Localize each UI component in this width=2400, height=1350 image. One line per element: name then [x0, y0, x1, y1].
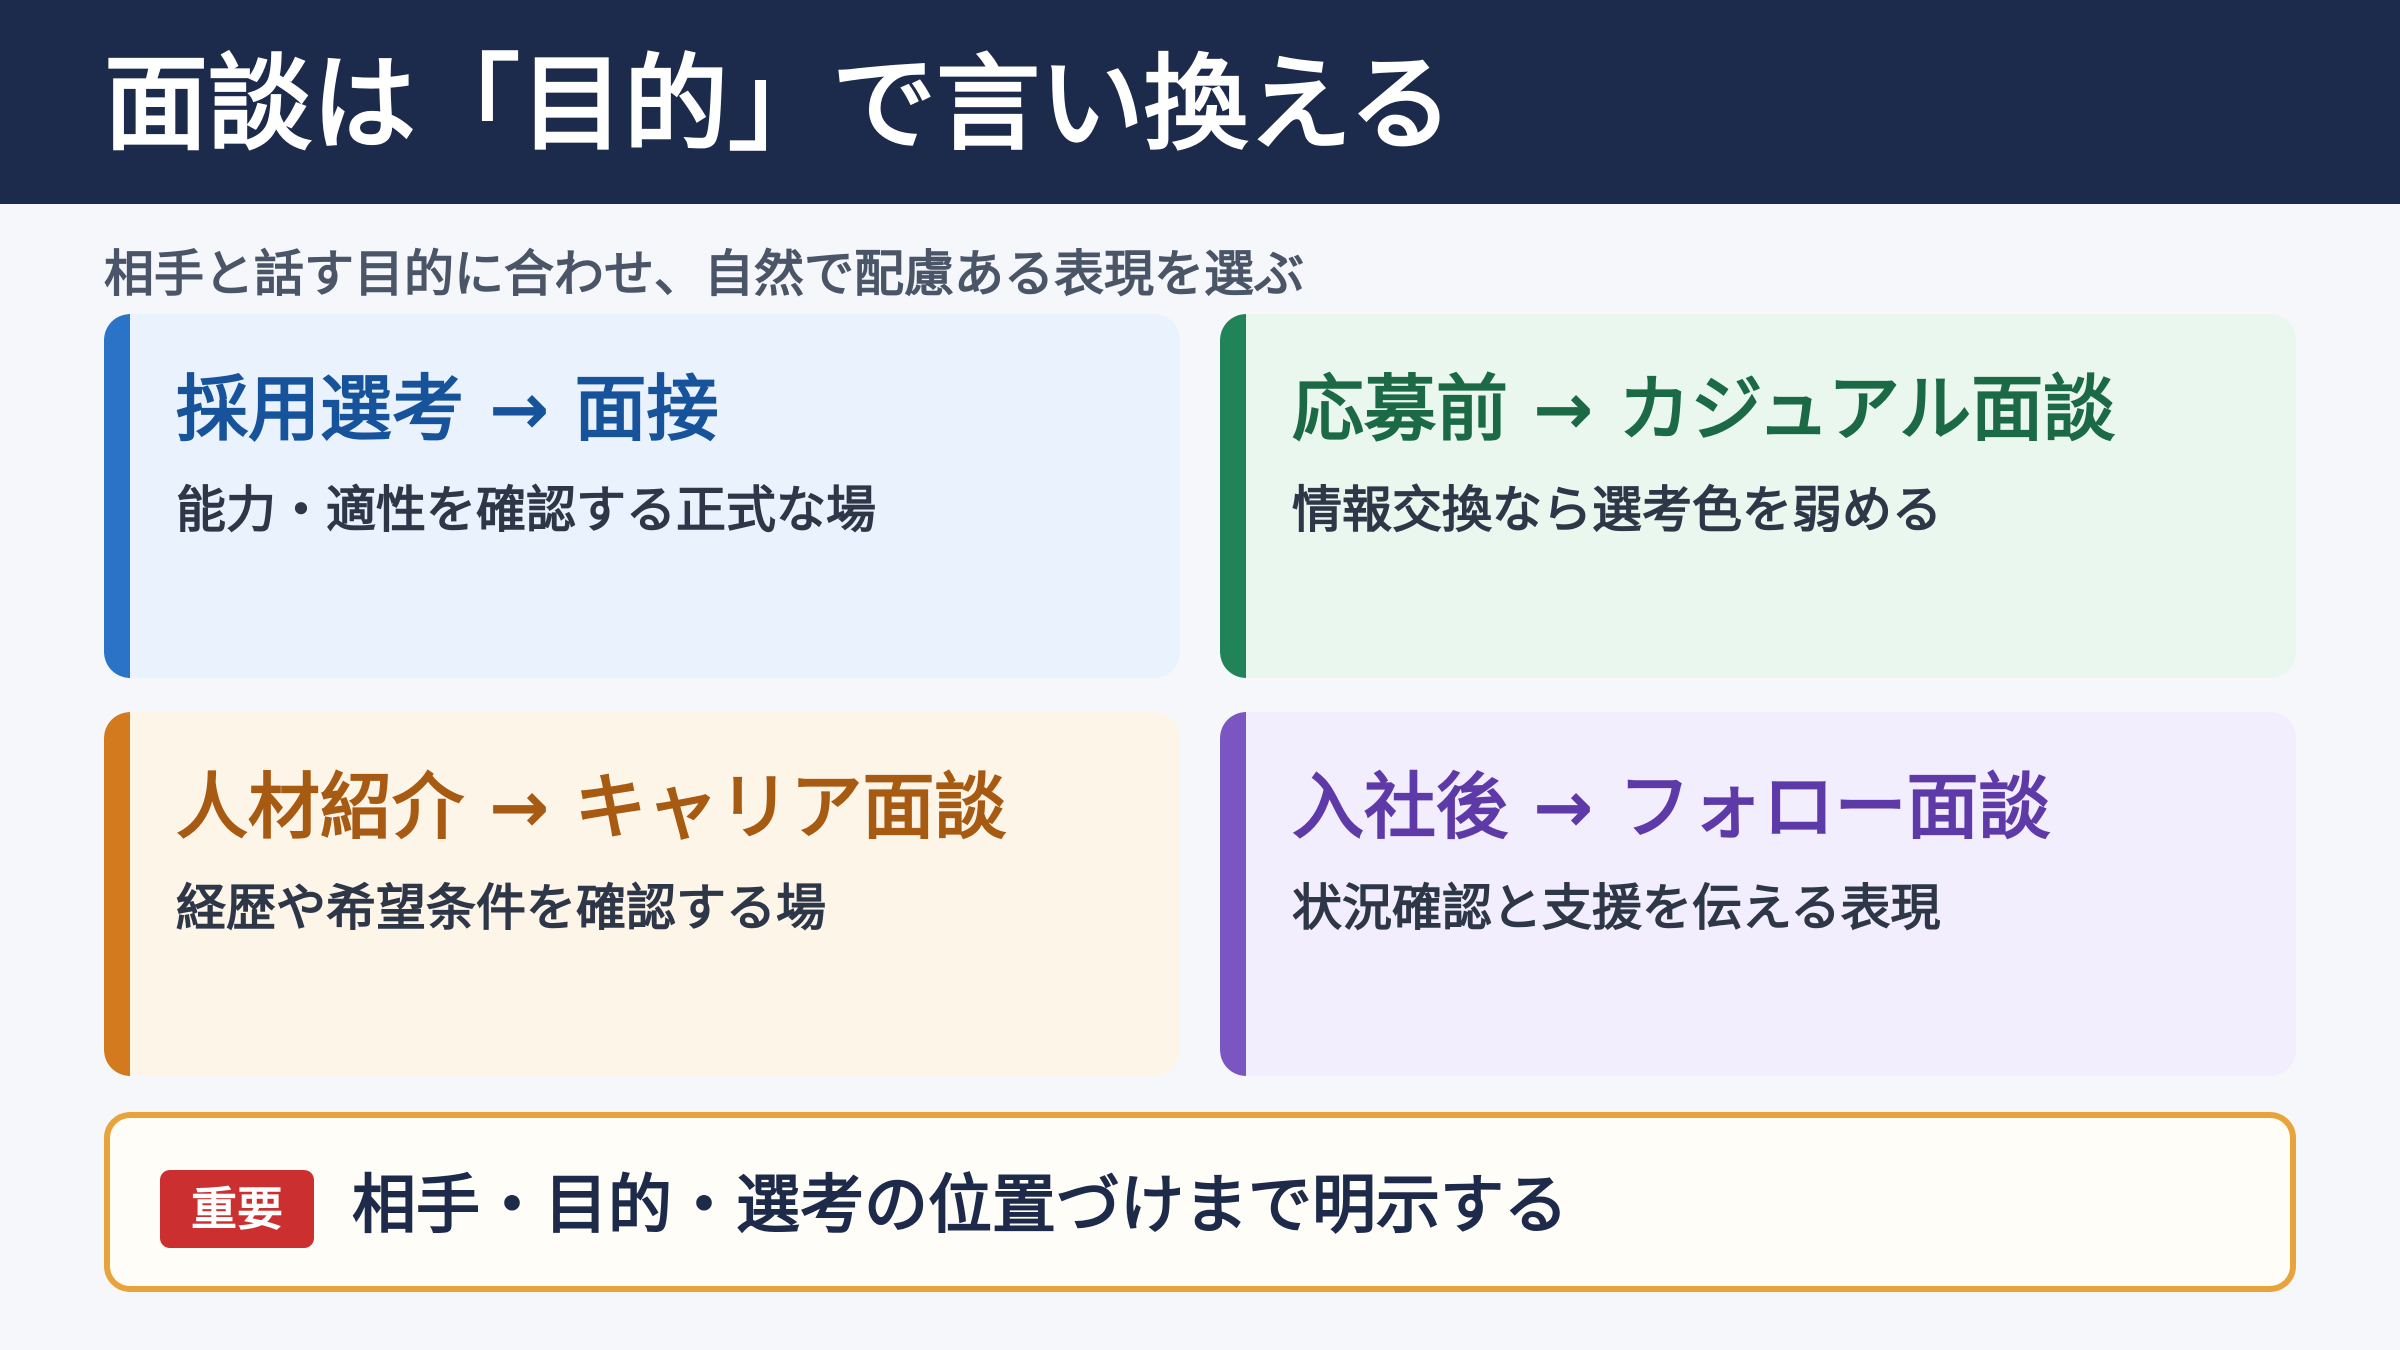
- important-note-text: 相手・目的・選考の位置づけまで明示する: [352, 1169, 1568, 1243]
- page-subtitle: 相手と話す目的に合わせ、自然で配慮ある表現を選ぶ: [104, 245, 1304, 303]
- card-title: 入社後 → フォロー面談: [1292, 765, 2051, 849]
- card-title: 採用選考 → 面接: [176, 367, 719, 451]
- important-note-box: 重要 相手・目的・選考の位置づけまで明示する: [104, 1112, 2296, 1292]
- card-description: 経歴や希望条件を確認する場: [176, 879, 826, 937]
- card-accent-bar: [1220, 314, 1246, 678]
- card-description: 情報交換なら選考色を弱める: [1292, 481, 1942, 539]
- page-title: 面談は「目的」で言い換える: [104, 43, 1453, 165]
- card-casual-meeting: 応募前 → カジュアル面談 情報交換なら選考色を弱める: [1220, 314, 2296, 678]
- card-description: 状況確認と支援を伝える表現: [1292, 879, 1941, 937]
- header-bar: 面談は「目的」で言い換える: [0, 0, 2400, 204]
- card-follow-up-meeting: 入社後 → フォロー面談 状況確認と支援を伝える表現: [1220, 712, 2296, 1076]
- card-accent-bar: [1220, 712, 1246, 1076]
- card-description: 能力・適性を確認する正式な場: [176, 481, 876, 539]
- card-accent-bar: [104, 314, 130, 678]
- card-title: 人材紹介 → キャリア面談: [176, 765, 1007, 849]
- card-accent-bar: [104, 712, 130, 1076]
- card-title: 応募前 → カジュアル面談: [1292, 367, 2116, 451]
- card-recruitment-interview: 採用選考 → 面接 能力・適性を確認する正式な場: [104, 314, 1180, 678]
- card-career-meeting: 人材紹介 → キャリア面談 経歴や希望条件を確認する場: [104, 712, 1180, 1076]
- important-badge: 重要: [160, 1170, 314, 1248]
